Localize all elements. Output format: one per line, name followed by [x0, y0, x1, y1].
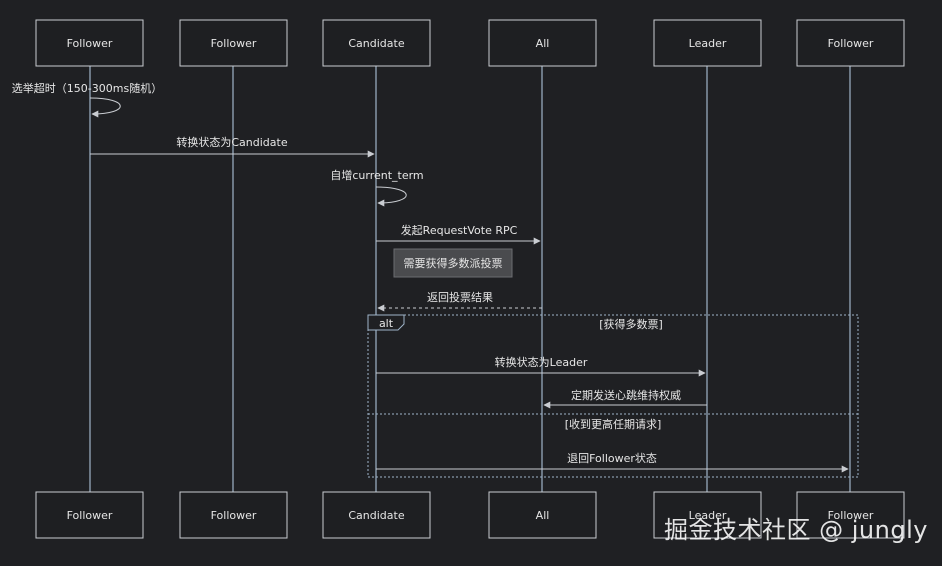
actor-label: All — [536, 509, 550, 522]
actor-label: Follower — [211, 37, 257, 50]
actor-bottom-leader: Leader — [653, 491, 762, 539]
note-label: 需要获得多数派投票 — [404, 256, 503, 270]
alt-frame — [367, 314, 859, 478]
message-label-self-timeout: 选举超时（150-300ms随机） — [12, 81, 162, 95]
message-label-to-follower: 退回Follower状态 — [567, 451, 657, 465]
actor-label: Leader — [689, 509, 727, 522]
actor-label: Follower — [828, 37, 874, 50]
actor-bottom-candidate: Candidate — [322, 491, 431, 539]
actor-top-follower-1: Follower — [35, 19, 144, 67]
actor-top-all: All — [488, 19, 597, 67]
actor-bottom-follower-3: Follower — [796, 491, 905, 539]
alt-condition-higher-term: [收到更高任期请求] — [565, 417, 662, 431]
message-label-request-vote: 发起RequestVote RPC — [401, 223, 518, 237]
actor-top-candidate: Candidate — [322, 19, 431, 67]
actor-label: Follower — [211, 509, 257, 522]
message-self-term — [375, 186, 407, 207]
message-label-return-votes: 返回投票结果 — [427, 290, 493, 304]
message-self-timeout — [89, 97, 121, 118]
actor-label: Candidate — [348, 37, 404, 50]
message-label-to-candidate: 转换状态为Candidate — [176, 135, 287, 149]
actor-bottom-follower-1: Follower — [35, 491, 144, 539]
message-label-to-leader: 转换状态为Leader — [495, 355, 588, 369]
actor-top-leader: Leader — [653, 19, 762, 67]
alt-frame-tag-label: alt — [379, 317, 394, 330]
watermark: 掘金技术社区 @ jungly — [664, 516, 928, 544]
note-majority-vote: 需要获得多数派投票 — [393, 248, 513, 278]
actor-label: Follower — [67, 37, 113, 50]
actor-label: Leader — [689, 37, 727, 50]
message-label-heartbeat: 定期发送心跳维持权威 — [571, 388, 681, 402]
actor-bottom-follower-2: Follower — [179, 491, 288, 539]
alt-frame-tag — [367, 314, 405, 331]
actor-label: Candidate — [348, 509, 404, 522]
actor-bottom-all: All — [488, 491, 597, 539]
message-label-self-term: 自增current_term — [330, 168, 423, 182]
actor-label: All — [536, 37, 550, 50]
alt-condition-majority: [获得多数票] — [599, 317, 663, 331]
actor-top-follower-3: Follower — [796, 19, 905, 67]
actor-top-follower-2: Follower — [179, 19, 288, 67]
actor-label: Follower — [67, 509, 113, 522]
actor-label: Follower — [828, 509, 874, 522]
